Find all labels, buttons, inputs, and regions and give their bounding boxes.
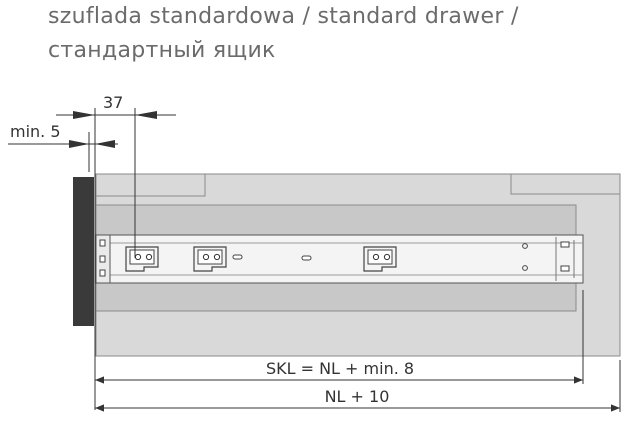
title-line-1: szuflada standardowa / standard drawer / (48, 4, 519, 29)
dim-label-nl: NL + 10 (325, 387, 390, 406)
rail-slot-hole (301, 255, 312, 261)
dim-label-skl: SKL = NL + min. 8 (266, 359, 414, 378)
mounting-slot (193, 246, 227, 272)
rail-hole (522, 265, 528, 271)
mounting-slot (125, 246, 159, 272)
dim-label-37: 37 (103, 93, 123, 112)
rail-slot-hole (232, 254, 243, 260)
mounting-slot (363, 246, 397, 272)
front-panel (73, 177, 94, 326)
rail-hole (522, 243, 528, 249)
title-line-2: стандартный ящик (48, 38, 276, 63)
dim-label-min5: min. 5 (10, 122, 61, 141)
dim-arrow (135, 111, 157, 119)
extension-lines (88, 108, 621, 412)
slide-rail (95, 234, 584, 284)
dim-arrow (73, 111, 95, 119)
dim-arrow (69, 140, 89, 148)
dim-arrow (95, 140, 115, 148)
